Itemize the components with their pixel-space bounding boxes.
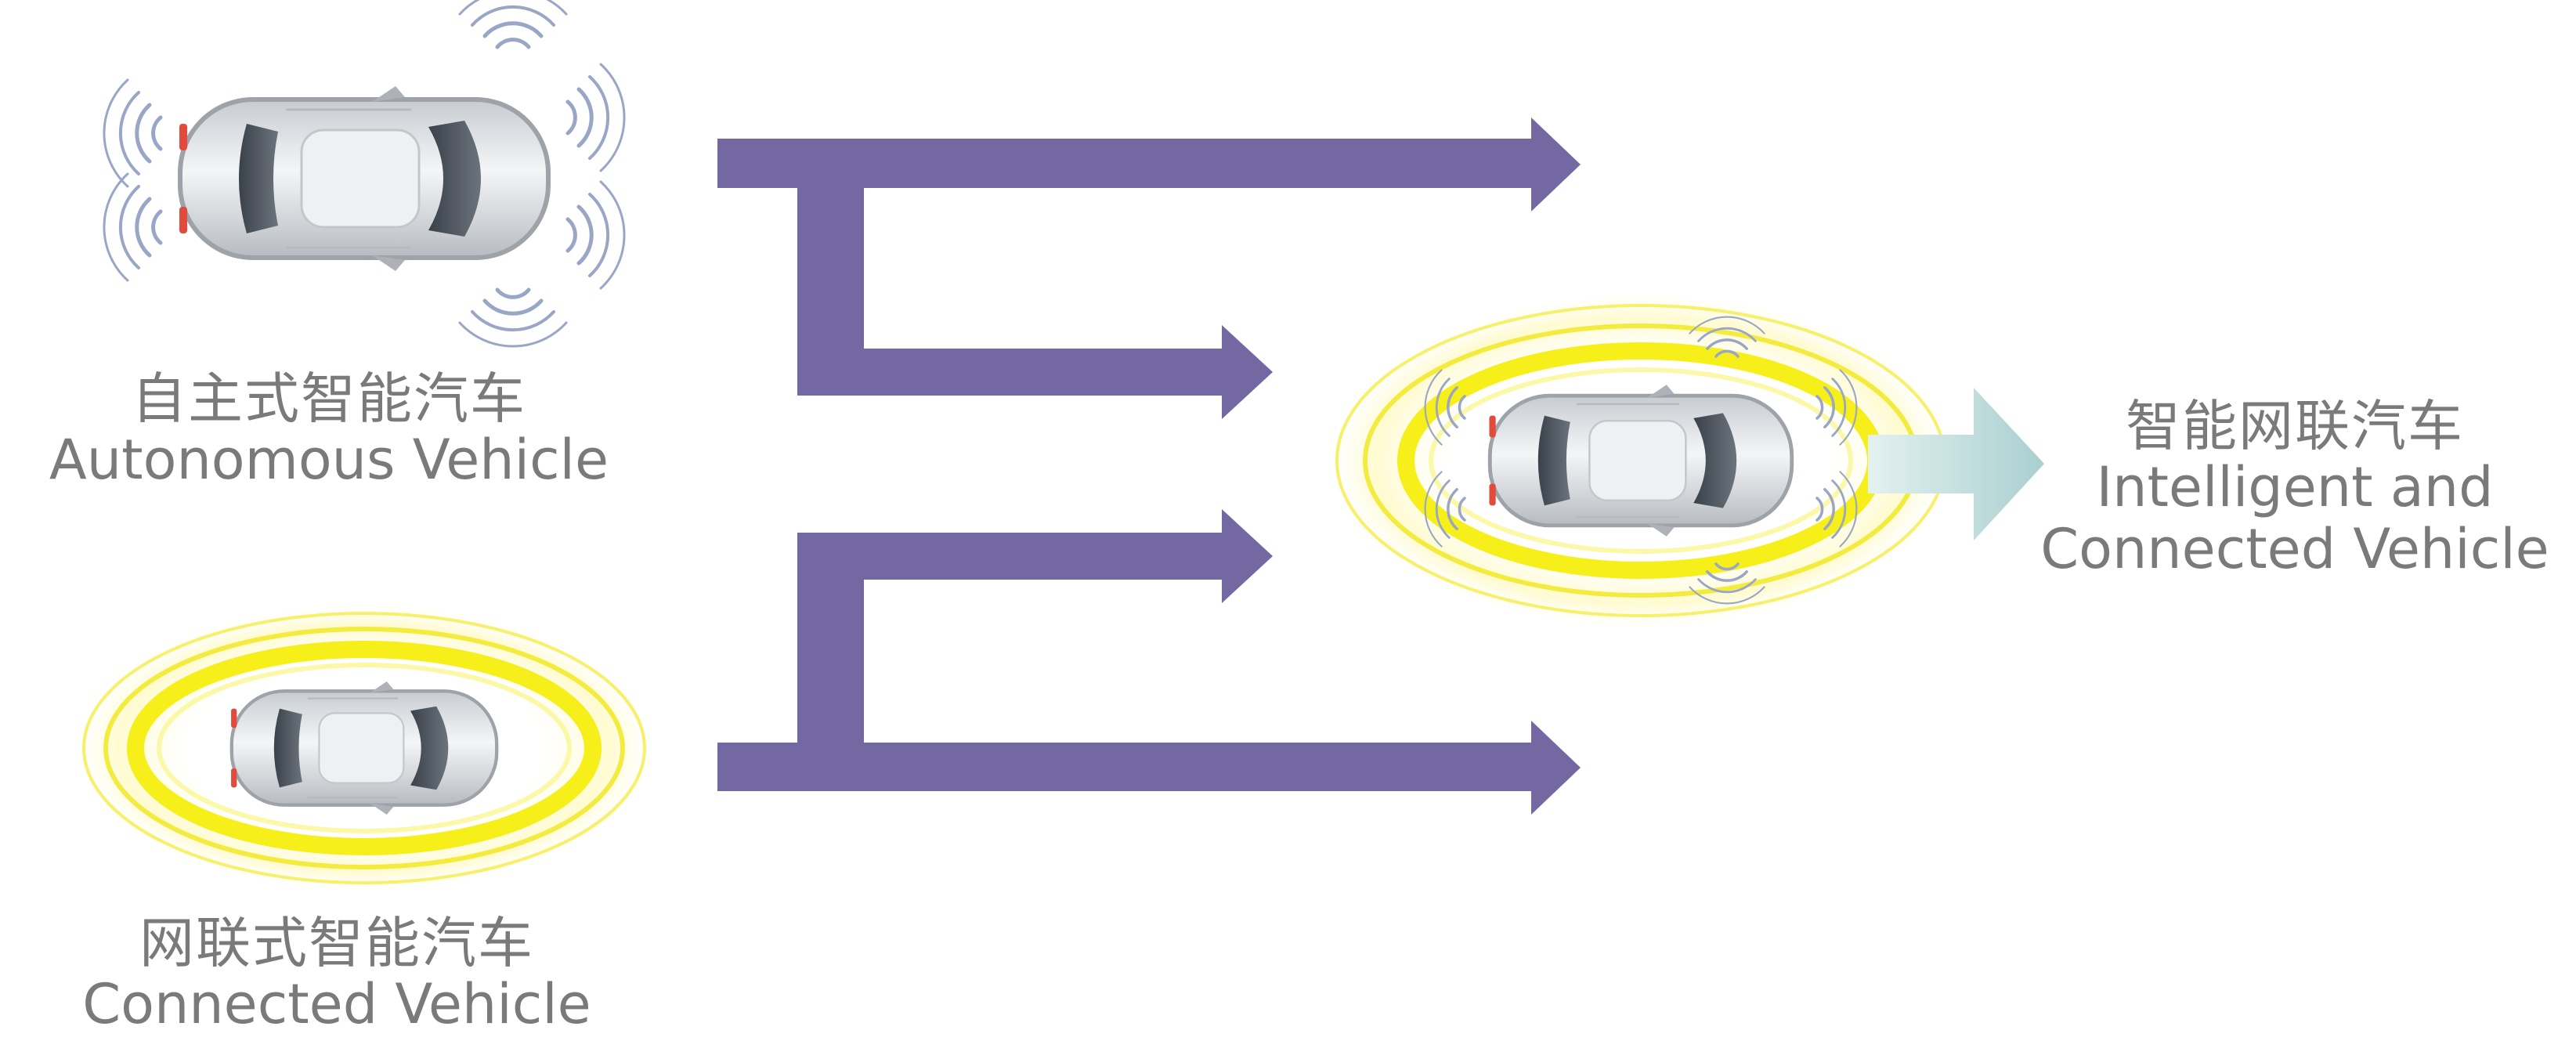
connector-bottom: [797, 580, 864, 744]
autonomous-vehicle-label: 自主式智能汽车 Autonomous Vehicle: [16, 368, 642, 491]
intelligent-vehicle-label-en-2: Connected Vehicle: [2025, 519, 2565, 580]
autonomous-vehicle-label-en: Autonomous Vehicle: [16, 429, 642, 490]
connected-vehicle-group: [74, 603, 654, 893]
car-top-view-icon: [1488, 385, 1794, 537]
arrow-right-icon: [797, 325, 1273, 419]
autonomous-vehicle-group: [104, 0, 624, 346]
intelligent-vehicle-label: 智能网联汽车 Intelligent and Connected Vehicle: [2025, 396, 2565, 580]
car-top-view-icon: [178, 86, 551, 271]
autonomous-vehicle-label-zh: 自主式智能汽车: [16, 368, 642, 429]
car-top-view-icon: [230, 681, 499, 815]
connected-vehicle-label-zh: 网联式智能汽车: [23, 913, 650, 974]
arrow-right-icon: [797, 509, 1273, 603]
intelligent-vehicle-label-en-1: Intelligent and: [2025, 457, 2565, 518]
connected-vehicle-label: 网联式智能汽车 Connected Vehicle: [23, 913, 650, 1036]
intelligent-vehicle-label-zh: 智能网联汽车: [2025, 396, 2565, 457]
intelligent-vehicle-group: [1328, 292, 1954, 629]
connected-vehicle-label-en: Connected Vehicle: [23, 974, 650, 1035]
